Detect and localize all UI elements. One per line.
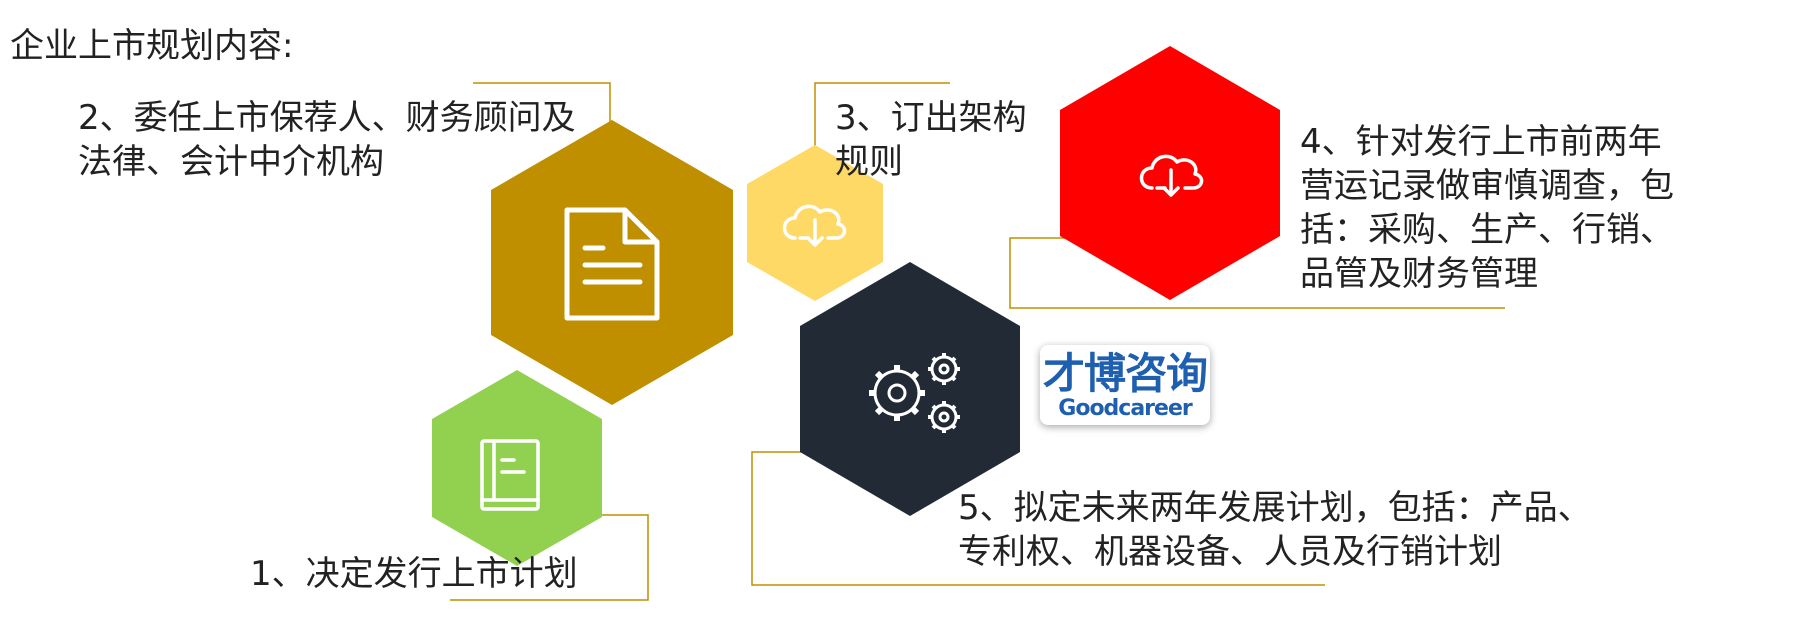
leader-line-step-2 xyxy=(473,82,611,130)
step-5-label: 5、拟定未来两年发展计划，包括：产品、 专利权、机器设备、人员及行销计划 xyxy=(958,488,1592,572)
hexagon-step-5 xyxy=(800,262,1020,516)
step-2-label: 2、委任上市保荐人、财务顾问及 法律、会计中介机构 xyxy=(78,98,576,182)
step-1-label: 1、决定发行上市计划 xyxy=(250,554,578,594)
hexagon-step-4 xyxy=(1060,46,1280,300)
cloud-download-icon xyxy=(1139,154,1204,197)
book-icon xyxy=(480,439,540,511)
leader-line-step-4 xyxy=(1009,237,1505,309)
step-3-label: 3、订出架构 规则 xyxy=(835,98,1027,182)
leader-line-step-3 xyxy=(814,82,950,148)
leader-line-step-1 xyxy=(450,514,649,601)
logo-english-name: Goodcareer xyxy=(1058,396,1192,421)
cloud-download-icon xyxy=(782,204,847,247)
document-icon xyxy=(564,207,660,321)
logo-chinese-name: 才博咨询 xyxy=(1042,349,1208,398)
step-4-label: 4、针对发行上市前两年 营运记录做审慎调查，包 括：采购、生产、行销、 品管及财… xyxy=(1300,122,1674,294)
page-title: 企业上市规划内容: xyxy=(10,26,294,66)
hexagon-step-3 xyxy=(747,145,883,301)
gears-icon xyxy=(869,353,960,433)
goodcareer-logo: 才博咨询 Goodcareer xyxy=(1040,345,1210,425)
hexagon-step-1 xyxy=(432,370,602,566)
hexagon-step-2 xyxy=(491,120,733,405)
